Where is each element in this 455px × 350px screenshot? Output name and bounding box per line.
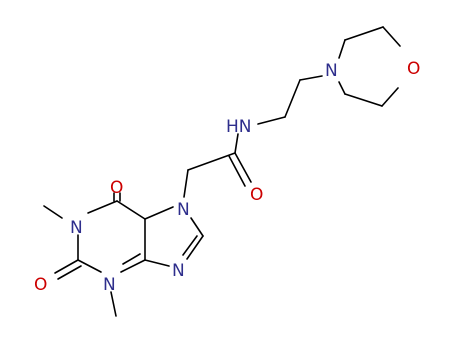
bond [381,87,399,107]
atom-label-nitrogen: N [103,275,116,295]
bond [182,235,198,256]
bond [187,152,236,171]
bond [77,259,102,273]
bond [190,217,204,237]
bond [57,265,82,280]
bond [382,26,401,47]
atom-label-nitrogen: N [172,261,185,281]
bond [186,235,204,260]
bond [87,200,118,214]
atom-label-nitrogen: N [325,61,338,81]
bond [299,75,323,81]
bond [257,116,286,125]
atom-label-oxygen: O [34,275,47,295]
bond [54,259,79,274]
atom-labels: O N HN O N O N O N N [34,59,420,295]
bond [284,79,301,118]
atom-label-amide-nh: HN [226,117,252,137]
bond [43,205,63,219]
bond [344,26,384,41]
atom-label-oxygen: O [110,178,123,198]
atom-label-oxygen: O [250,185,263,205]
atom-label-nitrogen: N [70,218,83,238]
bond [120,259,146,273]
atom-label-oxygen: O [407,59,420,79]
bonds [43,26,401,317]
bond [144,259,170,267]
bond [122,253,141,265]
bond [183,169,189,198]
bond [228,155,246,187]
bond [234,152,252,183]
bond [338,81,346,95]
bond [116,200,146,220]
bond [110,291,117,317]
bond [344,93,383,107]
bond [338,39,346,59]
atom-label-nitrogen: N [177,200,190,220]
bond [144,206,174,220]
bond [234,133,239,154]
